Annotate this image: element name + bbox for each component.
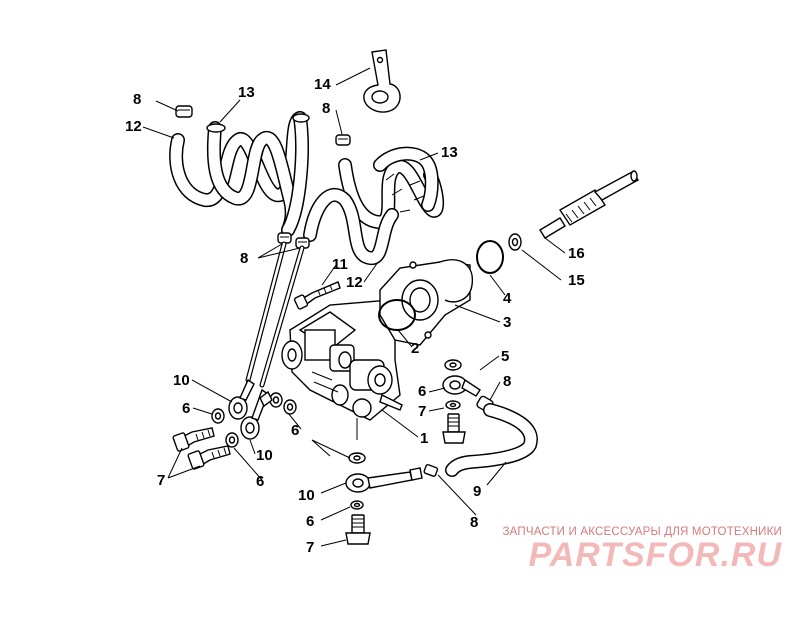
callout-7: 7 bbox=[306, 539, 314, 556]
callout-14: 14 bbox=[314, 76, 331, 93]
hose-right bbox=[303, 146, 444, 265]
callout-labels: 8 13 12 14 8 13 8 11 12 4 3 2 16 15 5 6 … bbox=[125, 76, 585, 556]
callout-3: 3 bbox=[503, 314, 511, 331]
callout-10: 10 bbox=[173, 372, 190, 389]
callout-4: 4 bbox=[503, 290, 512, 307]
watermark: ЗАПЧАСТИ И АКСЕССУАРЫ ДЛЯ МОТОТЕХНИКИ PA… bbox=[482, 526, 782, 572]
callout-6: 6 bbox=[182, 400, 190, 417]
callout-12: 12 bbox=[125, 118, 142, 135]
callout-9: 9 bbox=[473, 483, 481, 500]
callout-11: 11 bbox=[332, 256, 348, 273]
callout-10: 10 bbox=[256, 447, 273, 464]
callout-6: 6 bbox=[418, 383, 426, 400]
clamp-14 bbox=[363, 49, 401, 113]
hose-9 bbox=[445, 403, 538, 477]
callout-7: 7 bbox=[418, 403, 426, 420]
callout-10: 10 bbox=[298, 487, 315, 504]
callout-8: 8 bbox=[322, 100, 330, 117]
callout-15: 15 bbox=[568, 272, 585, 289]
callout-8: 8 bbox=[503, 373, 511, 390]
watermark-logo: PARTSFOR.RU bbox=[528, 536, 782, 574]
callout-5: 5 bbox=[501, 348, 509, 365]
callout-1: 1 bbox=[420, 430, 428, 447]
callout-8: 8 bbox=[240, 250, 248, 267]
callout-16: 16 bbox=[568, 245, 585, 262]
oil-lines bbox=[245, 241, 305, 388]
callout-13: 13 bbox=[238, 84, 255, 101]
banjo-fitting-right bbox=[442, 359, 481, 444]
banjo-fittings-left bbox=[172, 378, 297, 470]
pump-housing bbox=[378, 240, 504, 346]
callout-8: 8 bbox=[470, 514, 478, 531]
drive-shaft bbox=[508, 170, 640, 251]
callout-7: 7 bbox=[157, 472, 165, 489]
bolt-11 bbox=[293, 281, 341, 310]
callout-8: 8 bbox=[133, 91, 141, 108]
callout-6: 6 bbox=[291, 422, 299, 439]
oil-pump-body bbox=[281, 299, 403, 421]
callout-6: 6 bbox=[256, 473, 264, 490]
callout-6: 6 bbox=[306, 513, 314, 530]
callout-12: 12 bbox=[346, 274, 363, 291]
callout-2: 2 bbox=[411, 340, 419, 357]
hose-left bbox=[169, 111, 310, 237]
banjo-fitting-lower bbox=[345, 418, 423, 545]
callout-13: 13 bbox=[441, 144, 458, 161]
leader-lines bbox=[142, 67, 566, 547]
watermark-tagline: ЗАПЧАСТИ И АКСЕССУАРЫ ДЛЯ МОТОТЕХНИКИ bbox=[502, 526, 782, 538]
